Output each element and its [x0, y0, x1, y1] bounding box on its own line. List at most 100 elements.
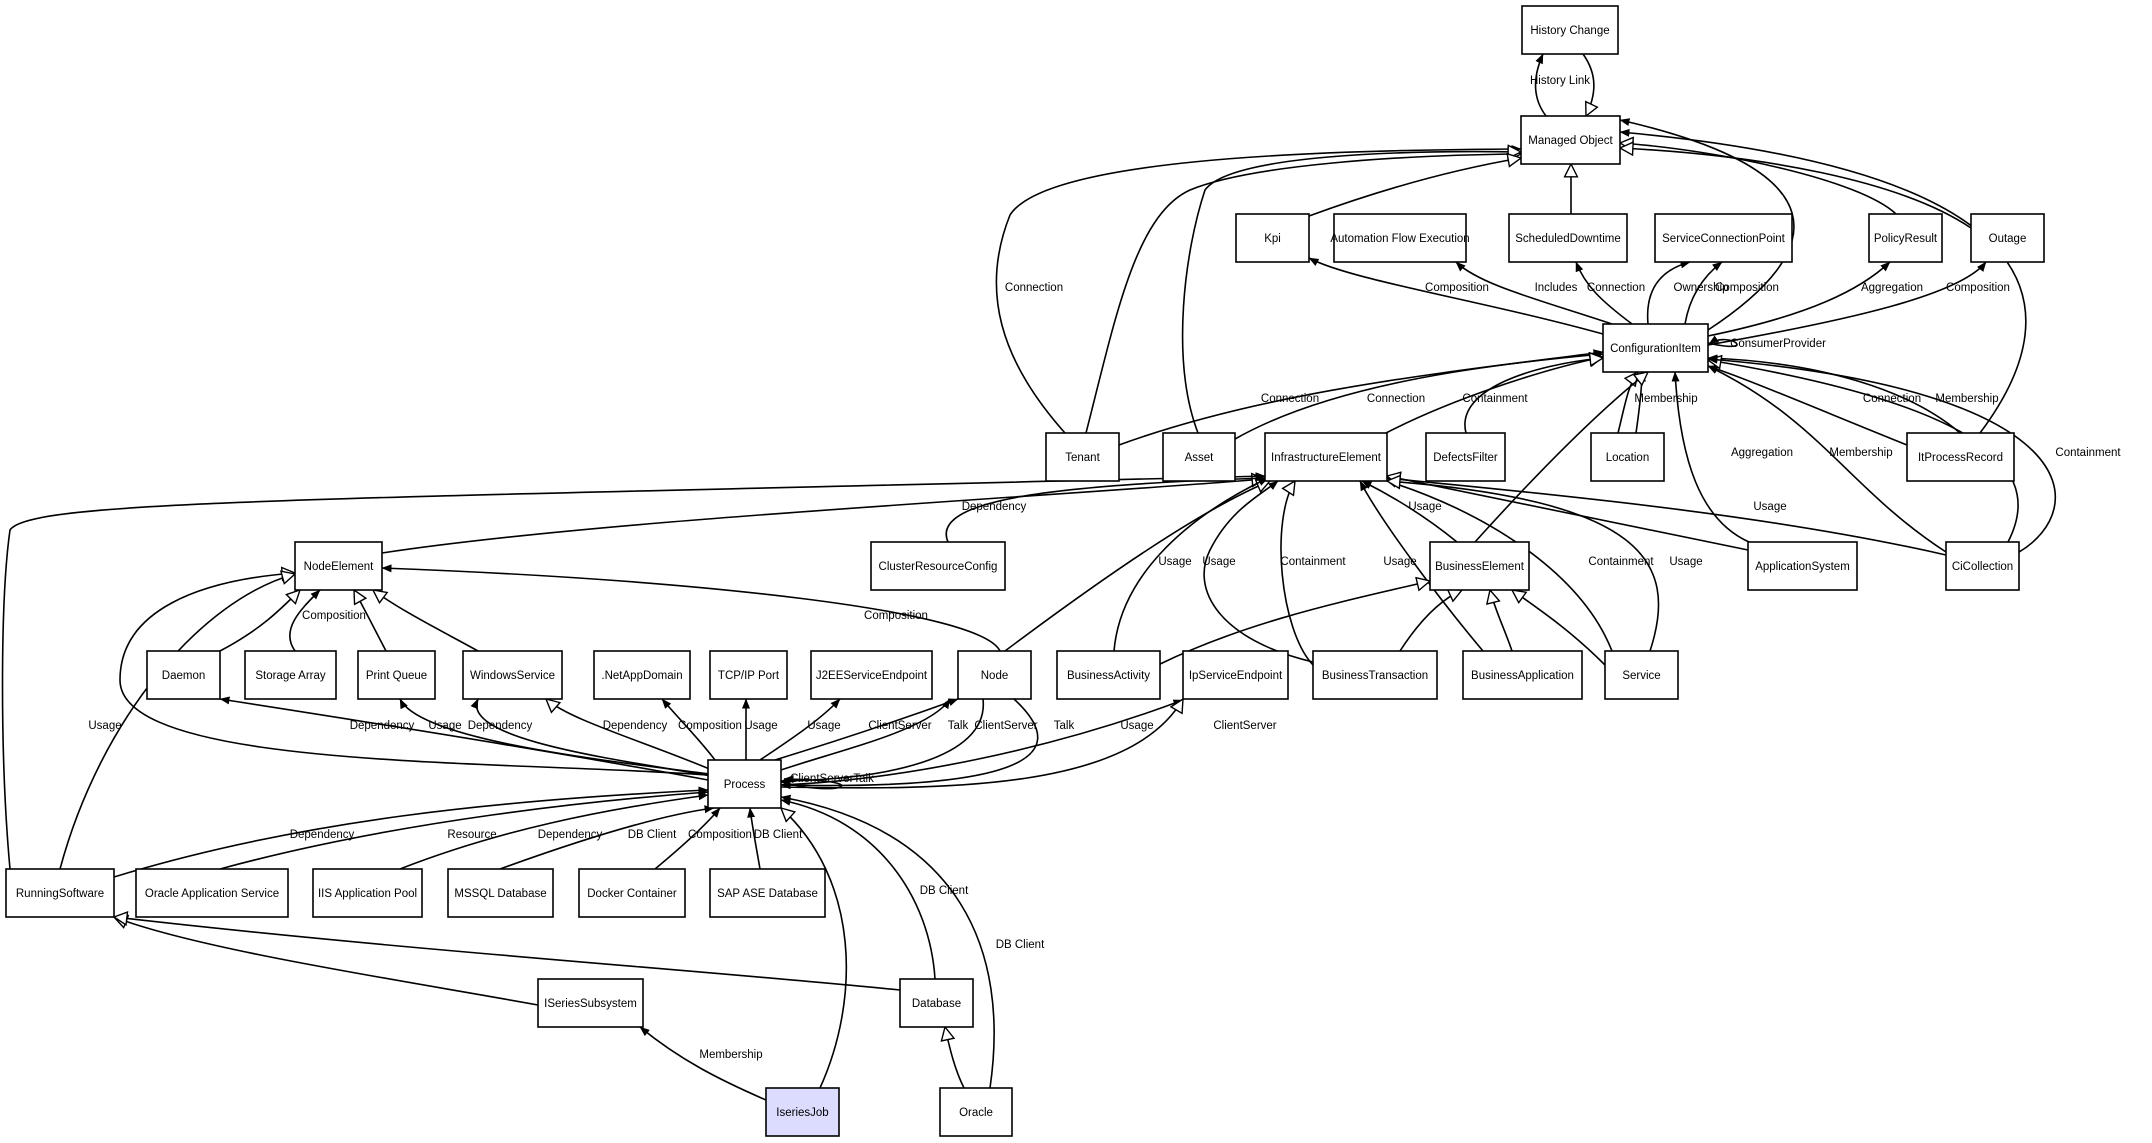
node-managed-object[interactable]: Managed Object	[1520, 115, 1621, 165]
node-box	[5, 868, 115, 918]
infra-generalization	[1385, 357, 1603, 434]
node-business-element[interactable]: BusinessElement	[1429, 541, 1530, 591]
storage-composition-edge-line	[289, 589, 321, 652]
node-label: Oracle Application Service	[145, 888, 279, 900]
node-node-element[interactable]: NodeElement	[294, 541, 383, 591]
node-service[interactable]: Service	[1604, 650, 1679, 700]
node-oracle[interactable]: Oracle	[939, 1087, 1013, 1137]
node-node[interactable]: Node	[957, 650, 1032, 700]
node-tcpip-port[interactable]: TCP/IP Port	[709, 650, 788, 700]
node-sap-ase-database[interactable]: SAP ASE Database	[709, 868, 826, 918]
oracle-db-client-edge: DB Client	[780, 794, 1045, 1089]
node-application-system[interactable]: ApplicationSystem	[1747, 541, 1858, 591]
business-transaction-containment-edge: Containment	[1280, 481, 1346, 666]
node-infrastructure-element[interactable]: InfrastructureElement	[1264, 432, 1388, 482]
node-label: DefectsFilter	[1433, 452, 1498, 464]
ci-collection-containment-edge-label: Containment	[2055, 447, 2121, 459]
node-ci-collection[interactable]: CiCollection	[1945, 541, 2020, 591]
node-label: Print Queue	[366, 670, 427, 682]
node-label: ClusterResourceConfig	[879, 561, 998, 573]
print-queue-usage-edge-label: Usage	[428, 720, 461, 732]
node-box	[899, 978, 974, 1028]
oracle-generalization	[945, 1027, 965, 1089]
node-label: Location	[1606, 452, 1649, 464]
defects-filter-containment-edge-line	[1464, 358, 1603, 434]
node-mssql-database[interactable]: MSSQL Database	[447, 868, 554, 918]
business-element-usage-edge-line	[1361, 480, 1458, 543]
business-activity-generalization	[1157, 581, 1430, 666]
node-print-queue[interactable]: Print Queue	[357, 650, 436, 700]
oracle-app-resource-edge-label: Resource	[447, 829, 496, 841]
tenant-connection-edge: Connection	[995, 145, 1522, 434]
ci-collection-usage-edge-line	[1387, 478, 1947, 556]
node-cluster-resource-config[interactable]: ClusterResourceConfig	[870, 541, 1006, 591]
node-iseries-subsystem[interactable]: ISeriesSubsystem	[537, 978, 644, 1028]
node-netapp-domain[interactable]: .NetAppDomain	[593, 650, 691, 700]
node-label: Outage	[1989, 233, 2027, 245]
node-business-transaction[interactable]: BusinessTransaction	[1312, 650, 1438, 700]
node-label: Oracle	[959, 1107, 993, 1119]
itprocess-connection-edge: Connection	[1707, 365, 1921, 446]
node-oracle-application-service[interactable]: Oracle Application Service	[135, 868, 289, 918]
node-windows-service[interactable]: WindowsService	[462, 650, 563, 700]
kpi-composition-edge: Composition	[1308, 257, 1604, 335]
ip-client-server-edge: ClientServer	[780, 699, 1277, 789]
policy-result-generalization	[1620, 143, 1897, 215]
asset-generalization-line	[1181, 152, 1521, 434]
node-box	[1235, 213, 1310, 263]
node-label: BusinessActivity	[1067, 670, 1150, 682]
node-iis-application-pool[interactable]: IIS Application Pool	[312, 868, 423, 918]
mssql-db-client-edge-label: DB Client	[628, 829, 677, 841]
node-it-process-record[interactable]: ItProcessRecord	[1906, 432, 2015, 482]
node-defects-filter[interactable]: DefectsFilter	[1425, 432, 1506, 482]
node-box	[1425, 432, 1506, 482]
node-running-software[interactable]: RunningSoftware	[5, 868, 115, 918]
node-process[interactable]: Process	[707, 759, 782, 809]
itprocess-connection-edge-label: Connection	[1863, 393, 1921, 405]
node-label: BusinessElement	[1435, 561, 1525, 573]
node-box	[870, 541, 1006, 591]
tenant-connection-edge-line	[995, 145, 1522, 434]
node-talk-edge-label: Talk	[948, 720, 969, 732]
itprocess-membership-edge-line	[1707, 354, 1961, 434]
node-business-application[interactable]: BusinessApplication	[1462, 650, 1583, 700]
node-configuration-item[interactable]: ConfigurationItem	[1602, 323, 1709, 373]
node-policy-result[interactable]: PolicyResult	[1868, 213, 1943, 263]
scp-ownership-edge: Ownership	[1646, 260, 1728, 325]
node-label: InfrastructureElement	[1271, 452, 1382, 464]
node-daemon[interactable]: Daemon	[146, 650, 221, 700]
node-j2ee-service-endpoint[interactable]: J2EEServiceEndpoint	[810, 650, 933, 700]
node-kpi[interactable]: Kpi	[1235, 213, 1310, 263]
node-box	[1508, 213, 1628, 263]
node-automation-flow-execution[interactable]: Automation Flow Execution	[1330, 213, 1470, 263]
node-label: Service	[1622, 670, 1660, 682]
sap-db-client-edge-line	[747, 807, 761, 870]
node-ip-service-endpoint[interactable]: IpServiceEndpoint	[1182, 650, 1289, 700]
node-box	[1333, 213, 1467, 263]
node-box	[709, 868, 826, 918]
tenant-ci-connection-edge: Connection	[1118, 349, 1604, 446]
node-asset[interactable]: Asset	[1162, 432, 1236, 482]
iseries-subsystem-generalization	[114, 917, 539, 1006]
node-outage[interactable]: Outage	[1970, 213, 2045, 263]
node-label: IIS Application Pool	[318, 888, 417, 900]
business-activity-usage-edge-label: Usage	[1158, 556, 1191, 568]
node-storage-array[interactable]: Storage Array	[244, 650, 337, 700]
outage-composition-edge-line	[1707, 261, 1987, 346]
node-location[interactable]: Location	[1590, 432, 1665, 482]
node-tenant[interactable]: Tenant	[1045, 432, 1120, 482]
node-database[interactable]: Database	[899, 978, 974, 1028]
node-service-connection-point[interactable]: ServiceConnectionPoint	[1654, 213, 1793, 263]
node-box	[312, 868, 423, 918]
oracle-app-resource-edge: Resource	[219, 788, 709, 870]
node-iseries-job[interactable]: IseriesJob	[765, 1087, 840, 1137]
node-label: J2EEServiceEndpoint	[816, 670, 928, 682]
kpi-composition-edge-line	[1308, 257, 1604, 335]
kpi-generalization-line	[1308, 158, 1521, 217]
node-business-activity[interactable]: BusinessActivity	[1056, 650, 1161, 700]
node-scheduled-downtime[interactable]: ScheduledDowntime	[1508, 213, 1628, 263]
node-history-change[interactable]: History Change	[1521, 5, 1619, 55]
j2ee-usage-edge: Usage	[759, 698, 841, 761]
node-box	[1945, 541, 2020, 591]
node-docker-container[interactable]: Docker Container	[578, 868, 686, 918]
